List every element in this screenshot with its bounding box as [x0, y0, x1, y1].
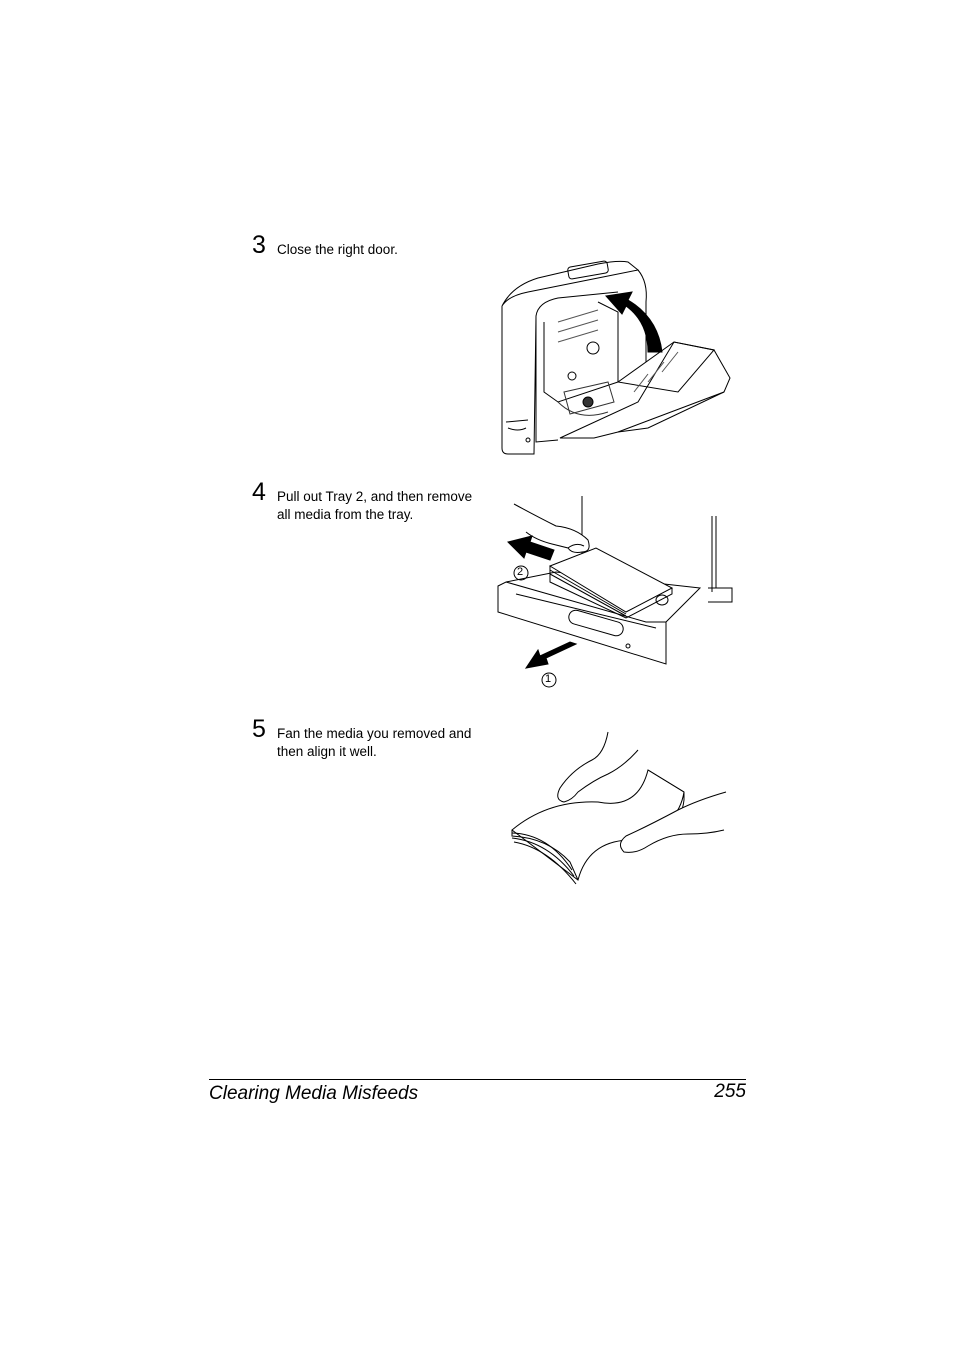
footer-section-title: Clearing Media Misfeeds: [209, 1083, 419, 1104]
step-instruction: Fan the media you removed and then align…: [277, 726, 472, 759]
step-number: 5: [252, 715, 266, 743]
page-number: 255: [714, 1081, 746, 1102]
callout-1: 1: [545, 673, 552, 685]
step-instruction: Pull out Tray 2, and then remove all med…: [277, 489, 473, 522]
step-number: 3: [252, 231, 266, 259]
step-instruction: Close the right door.: [277, 242, 398, 257]
callout-2: 2: [517, 566, 524, 578]
footer-rule: [209, 1079, 746, 1080]
tray-removal-illustration: 2 1: [496, 496, 740, 696]
step-number: 4: [252, 478, 266, 506]
fan-media-illustration: [508, 730, 730, 890]
printer-close-door-illustration: [498, 252, 734, 458]
